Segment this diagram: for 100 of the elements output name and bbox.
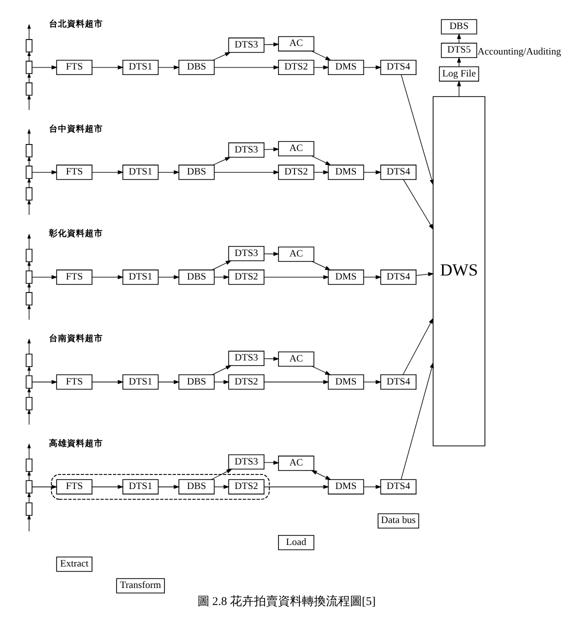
node-box: DTS3 [228,350,264,366]
arrow [416,272,434,276]
node-box: DTS4 [380,60,416,76]
arrow [456,56,462,67]
node-box [26,39,32,52]
arrow [92,65,124,70]
node-box: Load [278,534,314,550]
node-box: DTS4 [380,374,416,390]
node-box [26,502,32,516]
arrow [364,484,382,489]
node-box [26,166,32,179]
arrow [264,147,280,152]
node-box [26,354,32,367]
arrow [214,484,230,489]
arrow [312,366,331,376]
arrow [264,42,280,46]
node-box [26,270,32,284]
node-box: DTS3 [228,246,264,262]
arrow [92,484,124,489]
node-box: DTS1 [122,60,159,76]
arrow [214,170,280,174]
node-box [26,480,32,494]
node-box: Data bus [378,513,420,529]
node-box: DTS4 [380,270,416,285]
arrow [264,252,280,256]
node-box: DMS [328,479,364,494]
node-box: FTS [56,270,92,285]
arrow [158,170,180,174]
arrow [456,33,462,44]
node-box: DTS3 [228,454,264,470]
arrow [92,380,124,384]
node-box: AC [278,246,314,262]
arrow [312,50,332,61]
arrow [214,275,230,280]
node-box: DTS1 [122,270,159,285]
arrow [32,170,58,174]
node-box [26,397,32,410]
node-box: FTS [56,60,92,76]
arrow [314,170,330,174]
arrow [27,94,31,110]
label: 台北資料超市 [49,19,104,30]
arrow [212,156,231,166]
label: 彰化資料超市 [49,229,104,240]
arrow [92,170,124,174]
caption: 圖 2.8 花卉拍賣資料轉換流程圖[5] [197,594,376,608]
label: 台中資料超市 [49,124,104,134]
node-box: DMS [328,60,364,76]
arrow [27,304,31,320]
arrow [312,156,332,166]
arrow [364,275,382,280]
node-box [26,292,32,306]
arrow [403,179,434,230]
node-box: AC [278,141,314,156]
arrow [456,80,462,97]
node-box: DTS1 [122,479,159,494]
node-box: FTS [56,374,92,390]
node-box: DTS1 [122,374,159,390]
node-box: DTS4 [380,164,416,180]
node-box: DMS [328,164,364,180]
node-box: DTS3 [228,142,264,158]
label: 台南資料超市 [49,334,104,344]
node-box [26,248,32,262]
node-box: FTS [56,479,92,494]
node-box: DTS5 [440,42,478,58]
node-box [26,187,32,201]
node-box [26,144,32,158]
arrow [32,65,58,70]
arrow [158,65,180,70]
arrow [264,484,330,489]
arrow [27,408,31,425]
node-box [26,458,32,472]
node-box: Transform [116,578,165,594]
node-box: AC [278,351,314,367]
node-box: DBS [178,60,215,76]
node-box [26,60,32,74]
arrow [264,460,280,465]
arrow [32,275,58,280]
node-box: DTS2 [228,270,264,285]
arrow [214,380,230,384]
arrow [364,170,382,174]
node-box: DWS [432,96,486,446]
arrow [212,365,232,375]
arrow [312,261,331,270]
arrow [158,380,180,384]
node-box: DTS2 [228,374,264,390]
node-box: FTS [56,164,92,180]
arrow [400,362,434,480]
arrow [212,52,231,60]
arrow [400,74,434,186]
arrow [27,199,31,216]
node-box: Log File [438,66,480,82]
arrow [214,65,280,70]
node-box: AC [278,36,314,52]
arrow [402,318,434,376]
arrow [364,380,382,384]
arrow [158,484,180,489]
node-box: DBS [178,270,215,285]
node-box: DTS4 [380,479,416,494]
arrow [314,65,330,70]
arrow [27,514,31,532]
